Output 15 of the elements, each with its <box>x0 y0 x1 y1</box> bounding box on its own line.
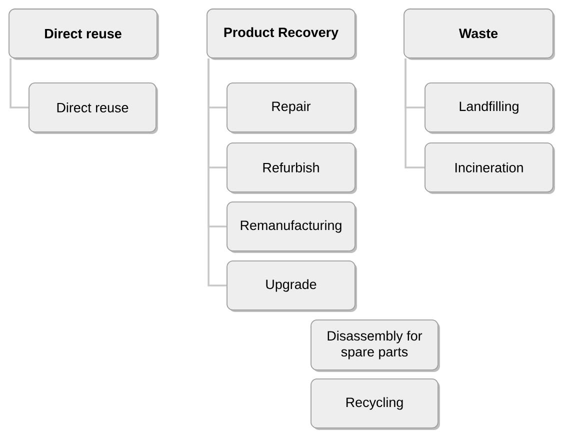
process-box: Disassembly for spare parts <box>310 320 440 372</box>
process-box: Incineration <box>424 142 555 194</box>
connector-line <box>404 58 425 168</box>
process-box: Upgrade <box>226 260 357 312</box>
process-box: Refurbish <box>226 142 357 194</box>
connector-line <box>10 58 29 108</box>
process-box: Recycling <box>310 378 440 430</box>
process-box: Landfilling <box>424 82 555 134</box>
category-box: Direct reuse <box>8 8 159 60</box>
process-box: Repair <box>226 82 357 134</box>
process-box: Remanufacturing <box>226 202 357 253</box>
connector-line <box>208 58 227 286</box>
category-box: Waste <box>404 8 555 60</box>
category-box: Product Recovery <box>206 8 357 60</box>
process-box: Direct reuse <box>28 82 158 134</box>
